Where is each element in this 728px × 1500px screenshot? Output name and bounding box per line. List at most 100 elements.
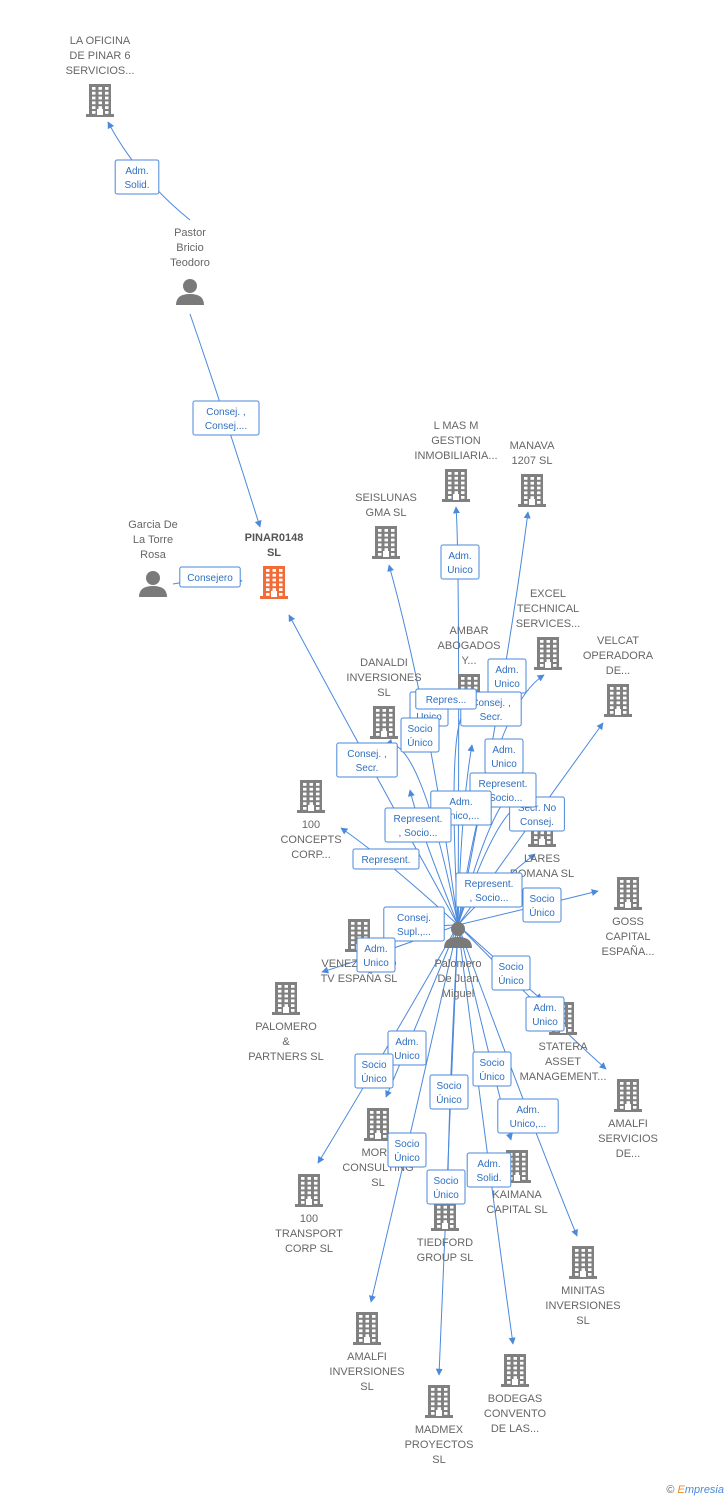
edge-label-text: Secr. [356, 763, 379, 774]
edge-label-text: Unico [491, 759, 517, 770]
person-icon [444, 922, 472, 948]
edge-label[interactable]: Adm.Solid. [114, 159, 160, 195]
edge-label-text: Consej. [520, 817, 554, 828]
node-label: Teodoro [170, 257, 210, 269]
node-label: De Juan [438, 973, 479, 985]
edge-label-text: Secr. No [518, 803, 557, 814]
edge-label-text: Adm. [449, 797, 472, 808]
node-partners[interactable]: PALOMERO&PARTNERS SL [248, 982, 324, 1063]
node-label: CORP SL [285, 1243, 333, 1255]
node-label: PROYECTOS [405, 1439, 474, 1451]
edge-label-box [525, 996, 565, 1032]
edge-label[interactable]: Consejero [179, 566, 241, 588]
node-label: DE... [606, 665, 630, 677]
node-goss[interactable]: GOSSCAPITALESPAÑA... [602, 877, 655, 958]
edge-label-box [114, 159, 160, 195]
edge-label[interactable]: Consej. ,Secr. [336, 742, 398, 778]
node-label: MORE [362, 1147, 395, 1159]
edge-label[interactable]: Adm.Unico [484, 738, 524, 774]
edge-label-box [440, 544, 480, 580]
edge-label-text: Unico,... [443, 811, 480, 822]
node-label: 100 [300, 1213, 318, 1225]
node-amalfiserv[interactable]: AMALFISERVICIOSDE... [598, 1079, 658, 1160]
edge-label-box [429, 1074, 469, 1110]
edge-label-text: Unico [394, 1051, 420, 1062]
node-label: SL [377, 687, 390, 699]
edge-label[interactable]: Represent., Socio... [455, 872, 523, 908]
node-label: L MAS M [434, 420, 479, 432]
edge-label-text: Unico [447, 565, 473, 576]
building-icon [501, 1354, 529, 1387]
edge-label-text: Socio [394, 1139, 419, 1150]
edge-label[interactable]: Consej. ,Consej.... [192, 400, 260, 436]
node-label: SERVICIOS [598, 1133, 658, 1145]
edge-label[interactable]: Adm.Unico [356, 937, 396, 973]
node-label: CONVENTO [484, 1408, 547, 1420]
edge-label[interactable]: Consej.Supl.,... [383, 906, 445, 942]
building-icon [534, 637, 562, 670]
edge-label-text: Socio [479, 1058, 504, 1069]
node-label: AMBAR [449, 625, 488, 637]
node-label: ABOGADOS [438, 640, 501, 652]
empresia-logo: © Empresia [666, 1484, 724, 1496]
node-label: ROMANA SL [510, 868, 574, 880]
node-label: CAPITAL SL [486, 1204, 547, 1216]
node-label: PINAR0148 [245, 532, 304, 544]
edge-label-text: Único [394, 1151, 420, 1164]
edge-label[interactable]: Adm.Unico [525, 996, 565, 1032]
edge-palomero-bodegas [457, 924, 516, 1345]
node-label: LARES [524, 853, 560, 865]
edge-label[interactable]: Represent. [352, 848, 420, 870]
logo-text: mpresia [684, 1484, 724, 1496]
node-label: Garcia De [128, 519, 178, 531]
edge-label-text: Socio [433, 1176, 458, 1187]
edge-label-text: Único [436, 1093, 462, 1106]
node-label: TRANSPORT [275, 1228, 343, 1240]
edge-label-box [522, 887, 562, 923]
edge-label[interactable]: Adm.Solid. [466, 1152, 512, 1188]
node-velcat[interactable]: VELCATOPERADORADE... [583, 635, 654, 717]
edge-label[interactable]: Adm.Unico [440, 544, 480, 580]
node-concepts[interactable]: 100CONCEPTSCORP... [280, 780, 342, 861]
node-label: Palomero [434, 958, 481, 970]
node-excel[interactable]: EXCELTECHNICALSERVICES... [516, 588, 581, 670]
edge-label[interactable]: Adm.Unico [387, 1030, 427, 1066]
edge-label[interactable]: Repres... [415, 688, 477, 710]
node-label: INVERSIONES [329, 1366, 404, 1378]
person-icon [139, 571, 167, 597]
node-label: DE LAS... [491, 1423, 539, 1435]
edge-label-text: Socio [529, 894, 554, 905]
node-lmas[interactable]: L MAS MGESTIONINMOBILIARIA... [414, 420, 498, 502]
node-label: DE PINAR 6 [69, 50, 130, 62]
edge-label-text: Solid. [124, 180, 149, 191]
edge-label-text: Consej. , [206, 407, 245, 418]
node-label: EXCEL [530, 588, 566, 600]
edge-label-text: Unico [494, 679, 520, 690]
edge-label[interactable]: Adm.Unico [487, 658, 527, 694]
edge-label[interactable]: Represent., Socio... [384, 807, 452, 843]
edge-label[interactable]: Adm.Unico,... [497, 1098, 559, 1134]
